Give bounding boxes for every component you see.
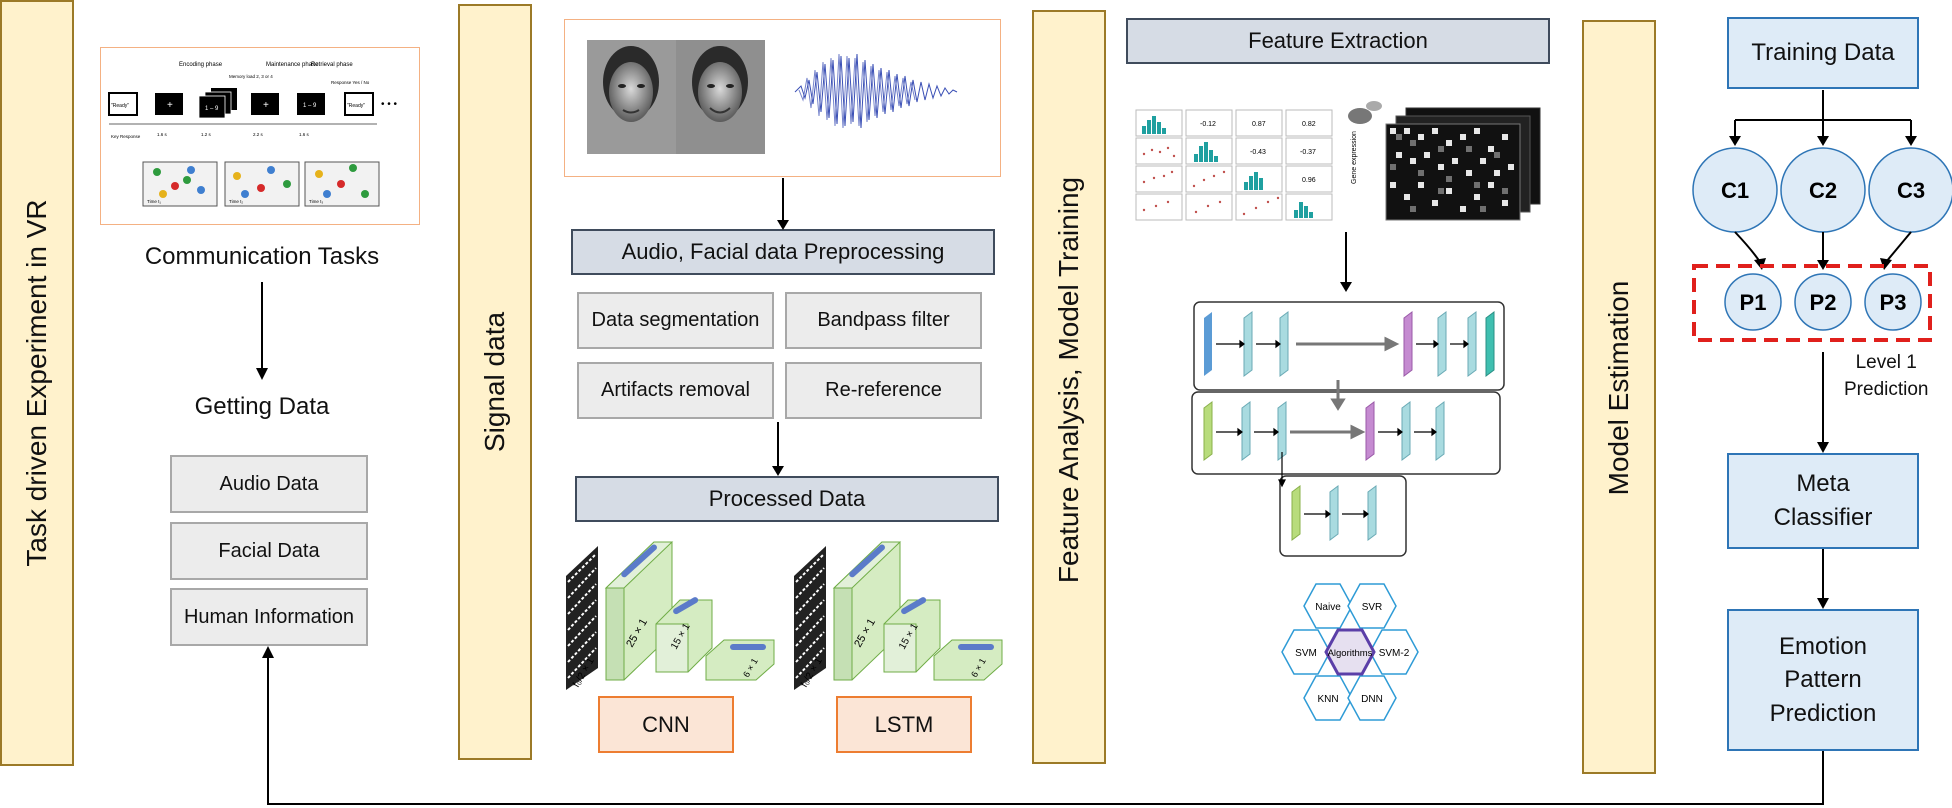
getting-data-label: Getting Data xyxy=(194,393,330,420)
algo-label: SVM-2 xyxy=(1379,648,1410,659)
svg-text:1 – 9: 1 – 9 xyxy=(303,103,317,109)
svg-text:+: + xyxy=(167,100,173,111)
processed-data-box: Processed Data xyxy=(575,476,999,522)
human-information-box: Human Information xyxy=(170,588,368,646)
emotion-pattern-box: Emotion Pattern Prediction xyxy=(1727,609,1919,751)
key-response-label: Key Response xyxy=(111,134,141,139)
signal-input-block xyxy=(566,546,598,690)
level1-dashed-frame xyxy=(1692,264,1932,342)
task-vr-band xyxy=(0,0,74,766)
algorithms-hexagons: Naive SVR SVM Algorithms SVM-2 KNN DNN xyxy=(1281,583,1419,721)
prediction-label: P1 xyxy=(1740,290,1767,315)
corr-value: 0.96 xyxy=(1302,177,1316,184)
artifacts-removal-box: Artifacts removal xyxy=(577,362,774,419)
algo-label: KNN xyxy=(1317,694,1338,705)
algo-label: SVM xyxy=(1295,648,1317,659)
class-label: C3 xyxy=(1897,178,1925,203)
cnn-box: CNN xyxy=(598,696,734,753)
audio-data-box: Audio Data xyxy=(170,455,368,513)
phase-label: Maintenance phase xyxy=(266,62,319,68)
svg-text:"Ready": "Ready" xyxy=(347,103,365,109)
cnn-illustration-right: 25 × 1 15 × 1 6 × 1 f₀/2 × 1 xyxy=(794,541,1003,690)
time-label: 2.2 s xyxy=(253,132,264,137)
facial-data-box: Facial Data xyxy=(170,522,368,580)
level1-prediction-label: Level 1 Prediction xyxy=(1844,352,1929,400)
algo-label: Naive xyxy=(1315,602,1341,613)
time-label: 1.2 s xyxy=(201,132,212,137)
phase-label: Encoding phase xyxy=(179,62,223,68)
gene-expression-heatmap: Gene expression xyxy=(1346,98,1544,226)
class-label: C2 xyxy=(1809,178,1837,203)
encoder-row-2 xyxy=(1203,401,1445,461)
gene-expression-label: Gene expression xyxy=(1351,131,1358,184)
meta-classifier-box: Meta Classifier xyxy=(1727,453,1919,549)
time-t3-label: Time t₃ xyxy=(309,199,323,204)
memory-load-label: Memory load 2, 3 or 4 xyxy=(229,74,273,79)
corr-value: 0.87 xyxy=(1252,121,1266,128)
phase-label: Retrieval phase xyxy=(311,62,353,68)
communication-task-image: Encoding phase Maintenance phase Retriev… xyxy=(100,47,420,225)
lstm-box: LSTM xyxy=(836,696,972,753)
task-sequence-illustration: Encoding phase Maintenance phase Retriev… xyxy=(108,62,398,207)
unet-architecture-image xyxy=(1191,301,1505,557)
communication-tasks-caption: Communication Tasks xyxy=(144,243,380,270)
svg-text:1 – 9: 1 – 9 xyxy=(205,106,219,112)
response-label: Response Yes / No xyxy=(331,80,370,85)
cnn-illustration-left: 25 × 1 15 × 1 6 × 1 f₀/2 × 1 xyxy=(566,541,775,690)
time-t2-label: Time t₂ xyxy=(229,199,243,204)
feature-band xyxy=(1032,10,1106,764)
face-audio-image xyxy=(564,19,1001,177)
time-label: 1.6 s xyxy=(157,132,168,137)
corr-value: -0.37 xyxy=(1300,149,1316,156)
bandpass-filter-box: Bandpass filter xyxy=(785,292,982,349)
preprocessing-box: Audio, Facial data Preprocessing xyxy=(571,229,995,275)
face-photo-2 xyxy=(676,40,765,154)
re-reference-box: Re-reference xyxy=(785,362,982,419)
training-data-box: Training Data xyxy=(1727,17,1919,89)
conv-layer-3 xyxy=(705,639,775,681)
ready-label: "Ready" xyxy=(111,103,129,109)
signal-band xyxy=(458,4,532,760)
corr-value: 0.82 xyxy=(1302,121,1316,128)
algo-label: DNN xyxy=(1361,694,1383,705)
prediction-label: P3 xyxy=(1880,290,1907,315)
time-label: 1.6 s xyxy=(299,132,310,137)
correlation-matrix-image: -0.12 0.87 0.82 -0.43 -0.37 0.96 xyxy=(1134,106,1334,222)
conv-layer-2 xyxy=(655,597,713,673)
face-and-waveform-illustration xyxy=(587,40,958,154)
svg-text:• • •: • • • xyxy=(381,99,398,110)
prediction-label: P2 xyxy=(1810,290,1837,315)
face-photo-1 xyxy=(587,40,676,154)
corr-value: -0.43 xyxy=(1250,149,1266,156)
prediction-node xyxy=(1794,273,1852,331)
algo-label: Algorithms xyxy=(1328,648,1373,659)
time-t1-label: Time t₁ xyxy=(147,199,161,204)
algo-label: SVR xyxy=(1362,602,1383,613)
corr-value: -0.12 xyxy=(1200,121,1216,128)
prediction-node xyxy=(1724,273,1782,331)
prediction-node xyxy=(1864,273,1922,331)
algorithms-center-hex xyxy=(1324,628,1376,676)
svg-text:+: + xyxy=(263,100,269,111)
class-label: C1 xyxy=(1721,178,1749,203)
model-band xyxy=(1582,20,1656,774)
encoder-row-1 xyxy=(1204,311,1495,377)
feature-extraction-box: Feature Extraction xyxy=(1126,18,1550,64)
data-segmentation-box: Data segmentation xyxy=(577,292,774,349)
ensemble-diagram: C1 C2 C3 P1 P2 P3 xyxy=(1692,90,1952,342)
audio-waveform xyxy=(794,53,958,129)
bottleneck-row xyxy=(1291,485,1377,541)
